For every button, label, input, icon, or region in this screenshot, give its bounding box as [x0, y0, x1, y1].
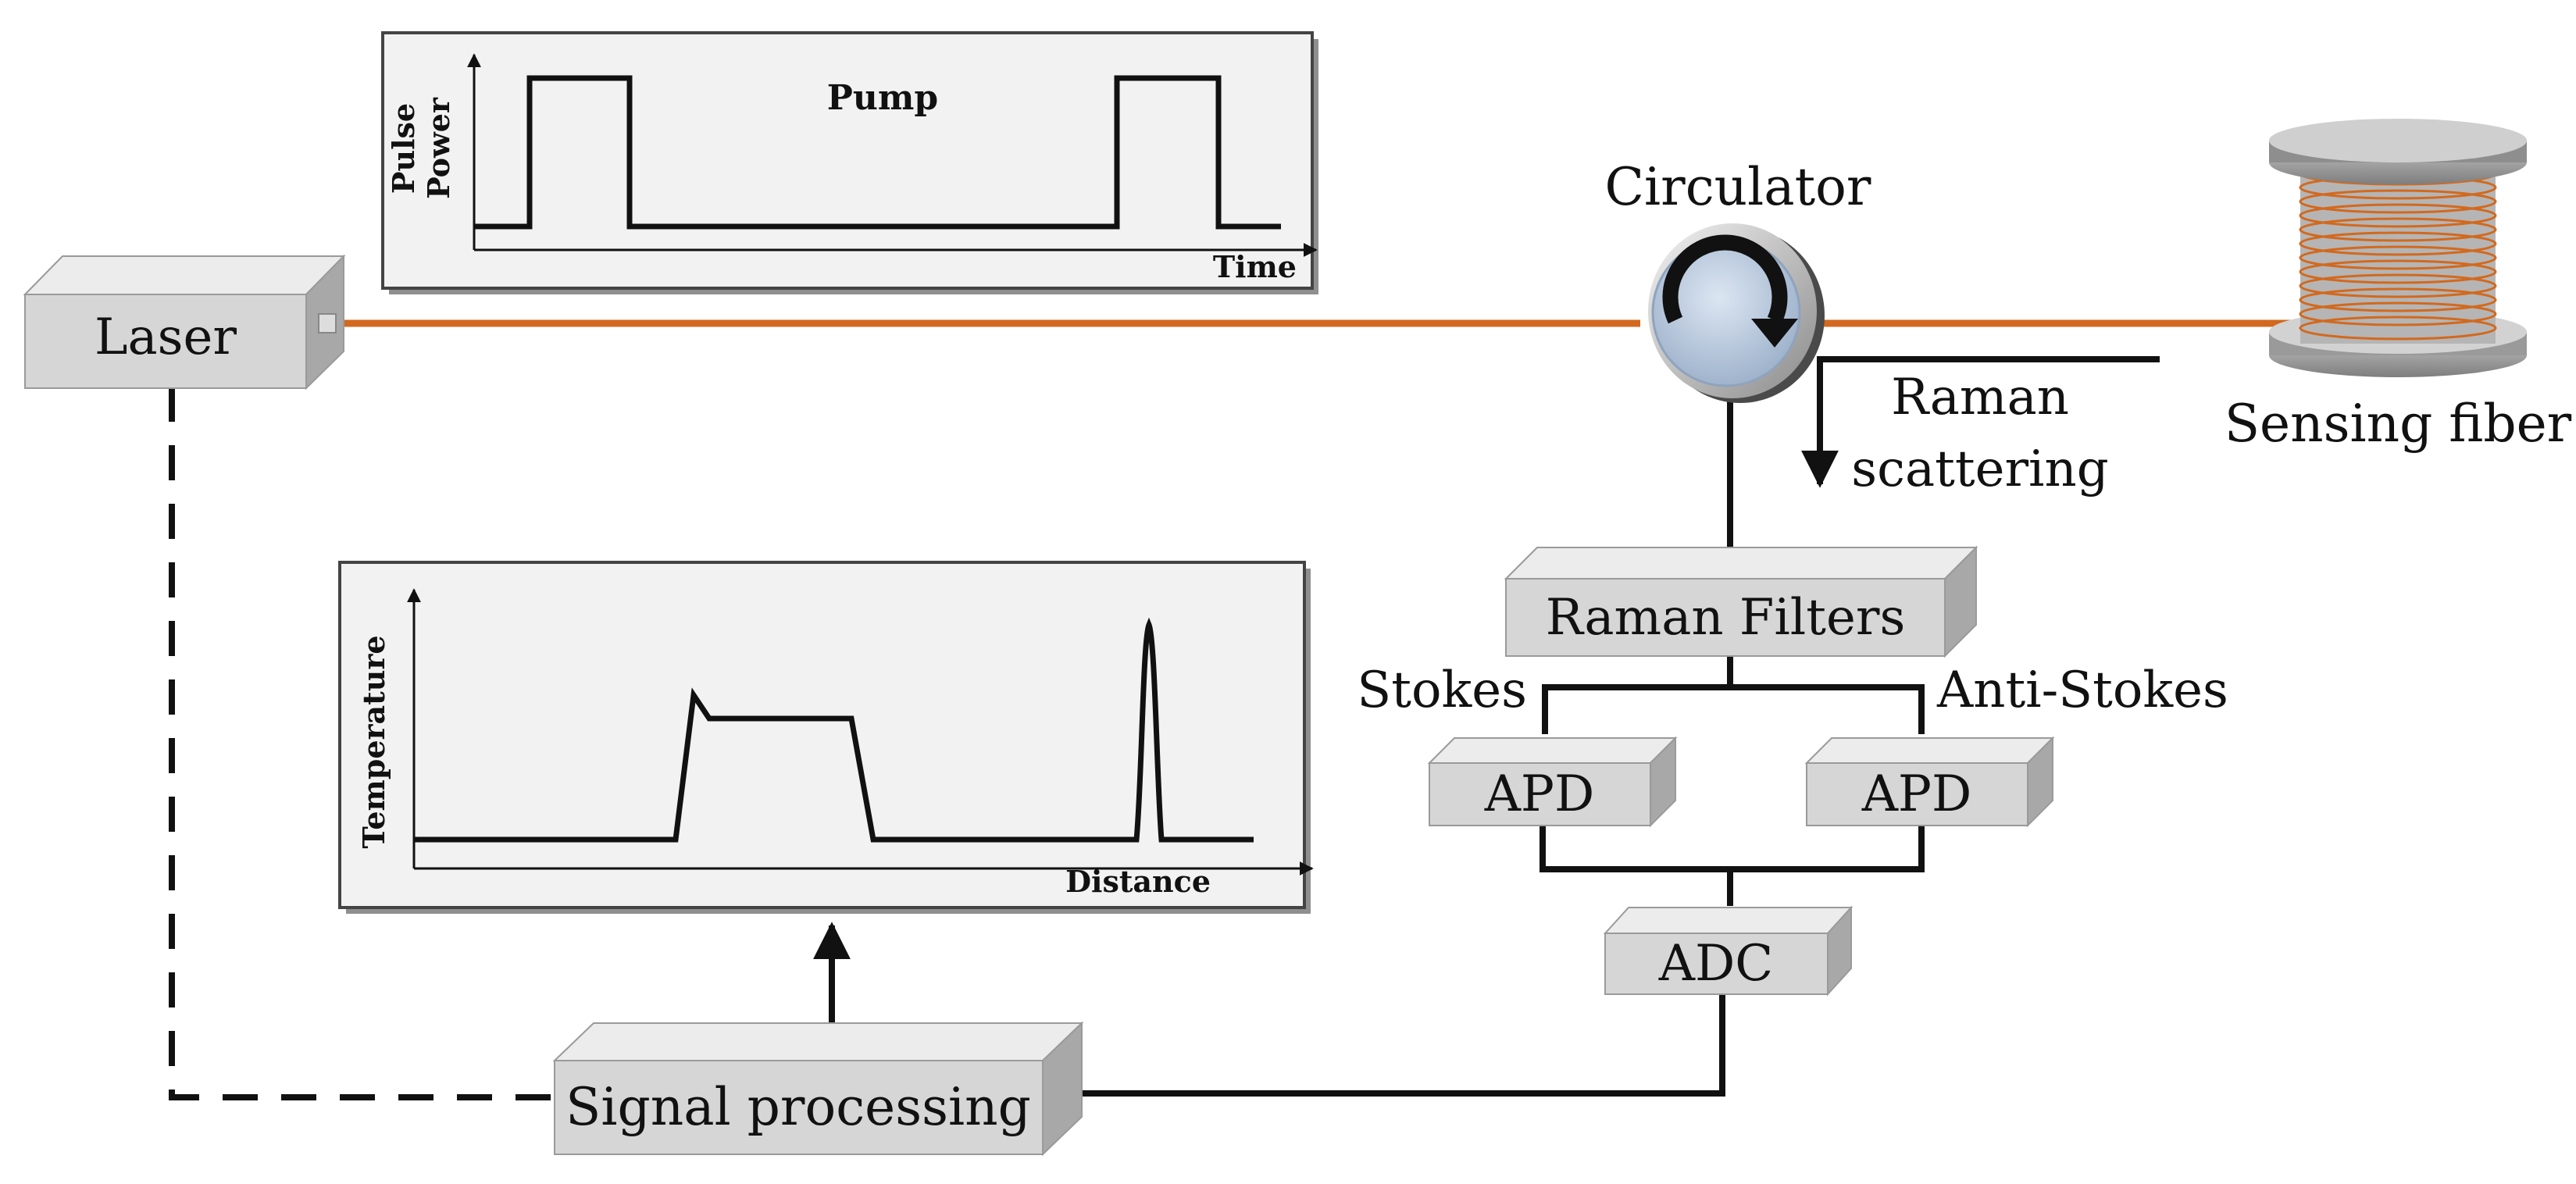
signal-processing-label: Signal processing: [566, 1077, 1031, 1137]
raman-filters-label: Raman Filters: [1546, 589, 1906, 647]
temperature-trace: [414, 617, 1254, 843]
pump-y-label-line1: Pulse: [386, 103, 421, 194]
pump-title: Pump: [827, 78, 938, 118]
temp-y-label: Temperature: [356, 635, 391, 848]
anti-stokes-label: Anti-Stokes: [1936, 662, 2228, 719]
laser-port-icon: [318, 313, 337, 333]
pump-x-label: Time: [1213, 249, 1297, 284]
raman-filters-unit: Raman Filters: [1504, 545, 1978, 658]
temperature-distance-plot: Distance Temperature: [338, 561, 1314, 914]
signal-processing-unit: Signal processing: [552, 1021, 1084, 1157]
pump-pulse-trace: [474, 75, 1281, 230]
apd-anti-stokes-label: APD: [1861, 765, 1972, 823]
adc-unit: ADC: [1603, 905, 1854, 997]
pump-pulse-plot: Pump Time Pulse Power: [381, 31, 1318, 294]
connection-lines: [169, 356, 2160, 1100]
circulator: Circulator: [1605, 157, 1871, 403]
apd-stokes-unit: APD: [1427, 736, 1678, 828]
fiber-spool-icon: [2269, 119, 2527, 377]
sensing-fiber-label: Sensing fiber: [2225, 394, 2572, 454]
laser-label: Laser: [95, 308, 237, 366]
apd-anti-stokes-unit: APD: [1804, 736, 2055, 828]
laser-unit: Laser: [23, 254, 346, 391]
sensing-fiber-spool: Sensing fiber: [2225, 119, 2572, 454]
temp-x-label: Distance: [1065, 864, 1211, 899]
raman-label-line1: Raman: [1891, 369, 2069, 426]
circulator-label: Circulator: [1605, 157, 1871, 217]
adc-label: ADC: [1658, 935, 1774, 993]
pump-y-label-line2: Power: [421, 97, 456, 199]
stokes-label: Stokes: [1357, 662, 1527, 719]
raman-label-line2: scattering: [1851, 440, 2108, 498]
circular-arrow-icon: [1662, 234, 1798, 348]
apd-stokes-label: APD: [1484, 765, 1595, 823]
raman-scattering-label: Raman scattering: [1851, 369, 2108, 498]
